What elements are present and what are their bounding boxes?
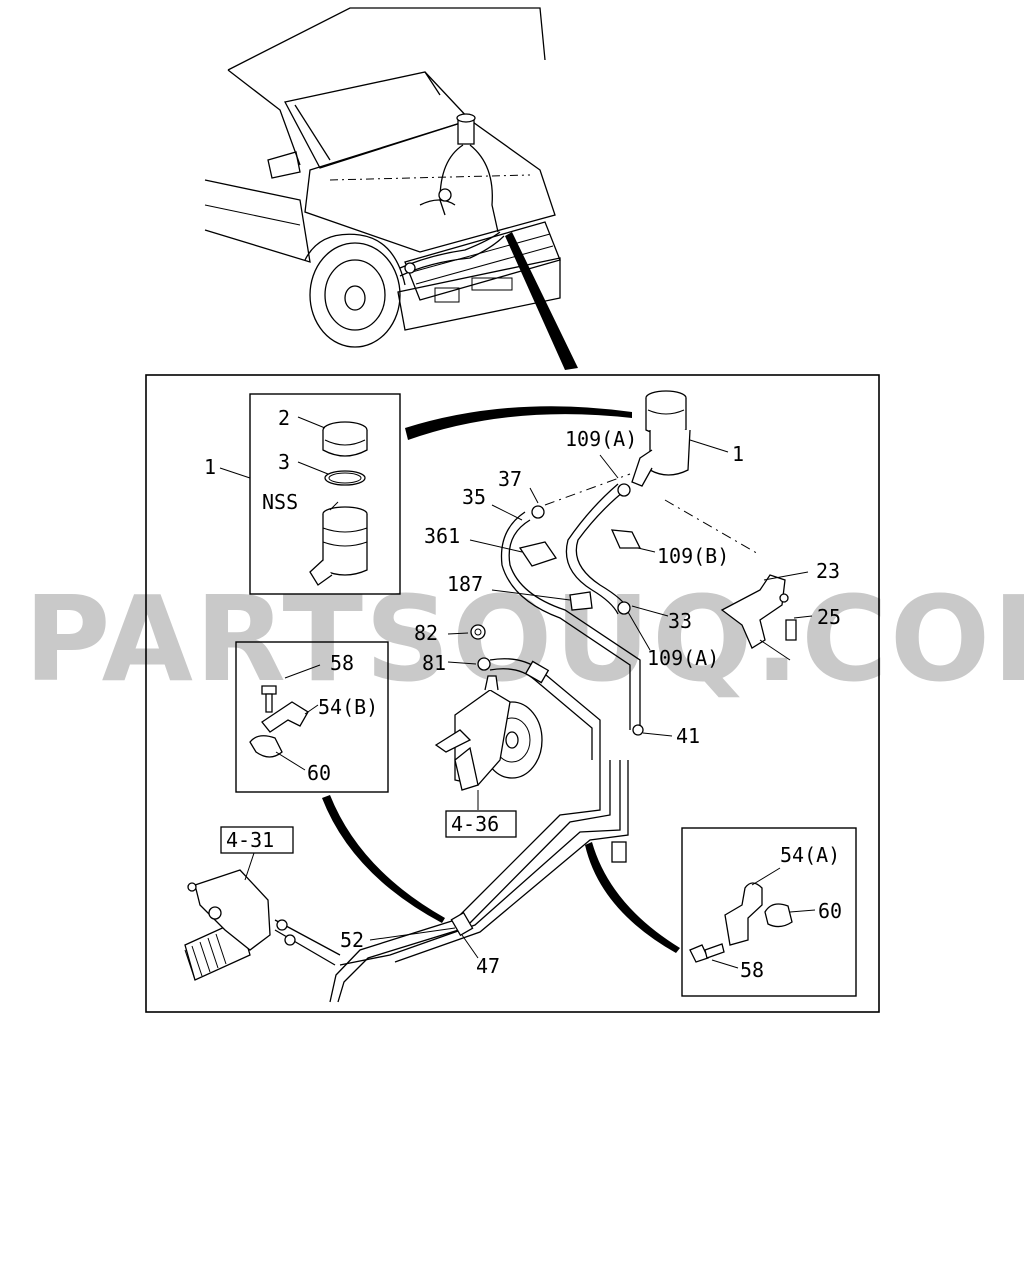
pointer-arc-left [322,795,445,923]
callout-58-right: 58 [740,958,764,982]
callout-1-main: 1 [732,442,744,466]
callout-47: 47 [476,954,500,978]
power-steering-pump [434,675,543,810]
callout-25: 25 [817,605,841,629]
pointer-arc-top [405,406,632,440]
callout-nss: NSS [262,490,298,514]
inset-reservoir-cap [219,393,401,595]
callout-1-inset: 1 [204,455,216,479]
callout-60-right: 60 [818,899,842,923]
clamps-and-fittings [470,483,644,736]
callout-4-31: 4-31 [226,828,274,852]
pointer-arc-right [585,842,680,953]
inset-clamp-a [681,827,857,997]
callout-41: 41 [676,724,700,748]
vehicle-overview-illustration [204,7,578,370]
callout-52: 52 [340,928,364,952]
callout-54a: 54(A) [780,843,840,867]
callout-33: 33 [668,609,692,633]
watermark-text: PARTSOUQ.COM [24,570,1024,708]
callout-109a-mid: 109(A) [647,646,719,670]
callout-187: 187 [447,572,483,596]
bracket-23 [720,574,797,661]
callout-109b: 109(B) [657,544,729,568]
reservoir-assembly [631,390,729,487]
ref-box-4-31 [220,826,294,854]
callout-60-left: 60 [307,761,331,785]
ref-box-4-36 [445,810,517,838]
detail-frame [145,374,880,1013]
callout-82: 82 [414,621,438,645]
callout-labels: 1 2 3 NSS 1 109(A) 37 35 361 109(B) 23 1… [204,406,842,982]
callout-23: 23 [816,559,840,583]
callout-109a-top: 109(A) [565,427,637,451]
callout-35: 35 [462,485,486,509]
callout-3: 3 [278,450,290,474]
callout-2: 2 [278,406,290,430]
callout-54b: 54(B) [318,695,378,719]
steering-gearbox [184,849,296,981]
callout-37: 37 [498,467,522,491]
callout-58-left: 58 [330,651,354,675]
callout-361: 361 [424,524,460,548]
callout-81: 81 [422,651,446,675]
callout-4-36: 4-36 [451,812,499,836]
inset-clamp-b [235,641,389,793]
hose-network [274,473,761,1003]
leader-lines [369,454,813,959]
